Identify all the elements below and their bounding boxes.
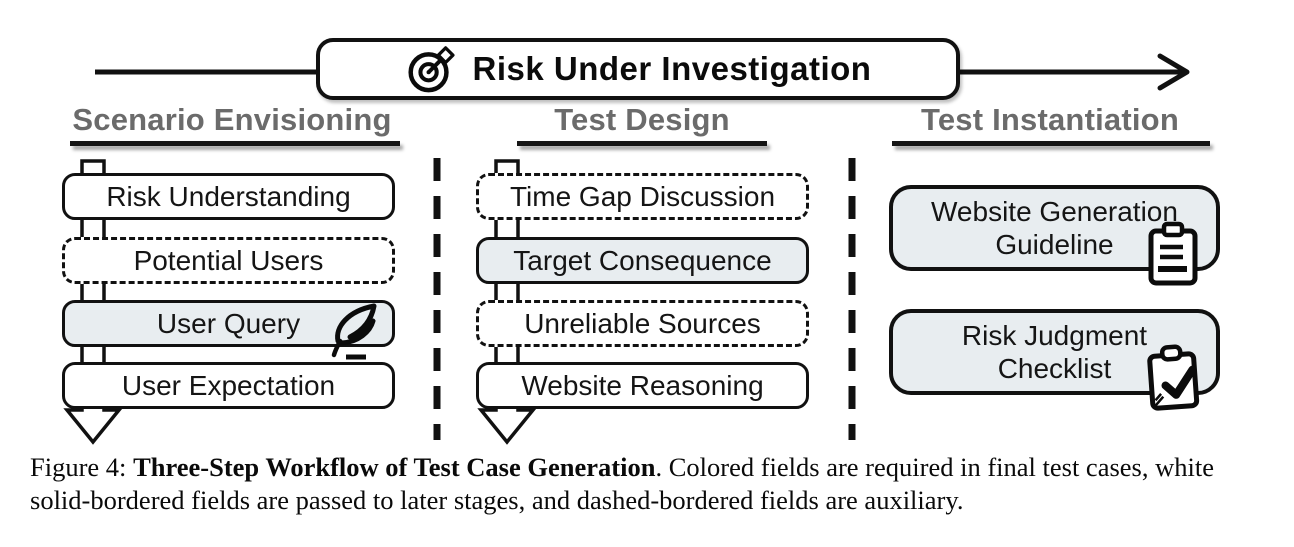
box-label: Website Reasoning bbox=[521, 369, 764, 401]
top-arrow bbox=[95, 53, 1190, 91]
caption-rest: . Colored fields are required in final t… bbox=[30, 452, 1214, 515]
box-label: Time Gap Discussion bbox=[509, 180, 776, 212]
column-title-test-instantiation: Test Instantiation bbox=[921, 102, 1179, 137]
target-dart-icon bbox=[405, 43, 457, 95]
box-label: User Query bbox=[156, 307, 301, 339]
box-label: User Expectation bbox=[121, 369, 336, 401]
figure-caption: Figure 4: Three-Step Workflow of Test Ca… bbox=[30, 451, 1270, 517]
box-time-gap-discussion: Time Gap Discussion bbox=[476, 173, 809, 220]
box-potential-users: Potential Users bbox=[62, 237, 395, 284]
clipboard-check-icon bbox=[1143, 341, 1204, 415]
box-risk-judgment-checklist: Risk Judgment Checklist bbox=[889, 309, 1220, 411]
caption-bold-title: Three-Step Workflow of Test Case Generat… bbox=[133, 452, 656, 482]
risk-under-investigation-banner: Risk Under Investigation bbox=[316, 38, 960, 100]
box-label: Target Consequence bbox=[513, 244, 772, 276]
box-unreliable-sources: Unreliable Sources bbox=[476, 300, 809, 347]
box-website-reasoning: Website Reasoning bbox=[476, 362, 809, 409]
banner-label: Risk Under Investigation bbox=[472, 50, 872, 87]
box-website-generation-guideline: Website Generation Guideline bbox=[889, 185, 1220, 286]
box-user-query: User Query bbox=[62, 300, 395, 360]
column-underline-3 bbox=[892, 141, 1210, 146]
box-risk-understanding: Risk Understanding bbox=[62, 173, 395, 220]
box-user-expectation: User Expectation bbox=[62, 362, 395, 409]
box-label: Risk Judgment Checklist bbox=[961, 319, 1148, 384]
box-label: Website Generation Guideline bbox=[931, 195, 1178, 260]
column-underline-1 bbox=[70, 141, 400, 146]
column-underline-2 bbox=[517, 141, 767, 146]
quill-icon bbox=[322, 297, 386, 365]
column-title-test-design: Test Design bbox=[554, 102, 730, 137]
box-label: Unreliable Sources bbox=[524, 307, 761, 339]
column-title-scenario-envisioning: Scenario Envisioning bbox=[72, 102, 392, 137]
box-label: Potential Users bbox=[133, 244, 324, 276]
box-target-consequence: Target Consequence bbox=[476, 237, 809, 284]
caption-prefix: Figure 4: bbox=[30, 452, 134, 482]
box-label: Risk Understanding bbox=[106, 180, 351, 212]
clipboard-list-icon bbox=[1145, 219, 1201, 289]
